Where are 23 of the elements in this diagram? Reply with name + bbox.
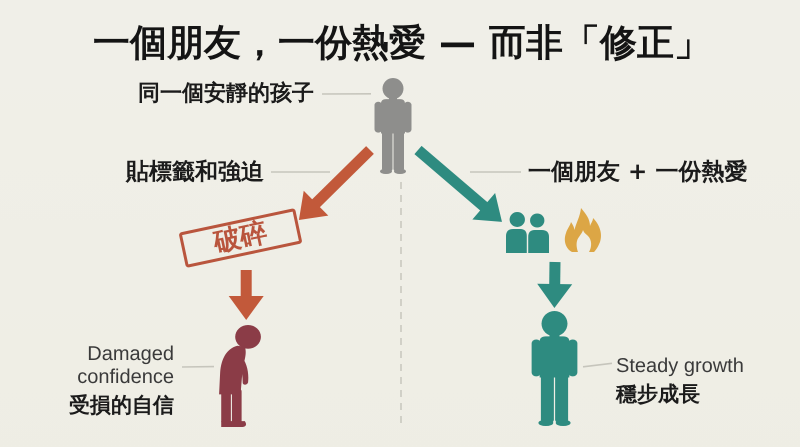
block-arrow [298, 146, 374, 220]
stamp-box: 破碎 [178, 208, 302, 268]
leader-line [582, 362, 612, 368]
block-arrow [228, 270, 264, 320]
leader-line [182, 366, 214, 368]
outcome-label: 受損的自信 [69, 392, 174, 418]
callout-label: 同一個安靜的孩子 [138, 81, 314, 107]
title: 一個朋友，一份熱愛 — 而非「修正」 [93, 21, 711, 65]
outcome-label: Steady growth [616, 355, 744, 378]
slumped-child-silhouette [218, 324, 262, 428]
child-silhouette [531, 311, 578, 426]
outcome-label: Damaged confidence [76, 343, 174, 389]
flame-icon [563, 208, 603, 253]
leader-line [322, 93, 371, 95]
callout-label: 貼標籤和強迫 [126, 158, 264, 186]
callout-label: 一個朋友 + 一份熱愛 [528, 158, 748, 186]
block-arrow [537, 262, 572, 308]
outcome-label: 穩步成長 [616, 381, 700, 407]
leader-line [470, 171, 521, 173]
child-silhouette [374, 78, 412, 174]
people-icon [506, 212, 549, 253]
block-arrow [414, 146, 502, 222]
leader-line [271, 171, 330, 173]
